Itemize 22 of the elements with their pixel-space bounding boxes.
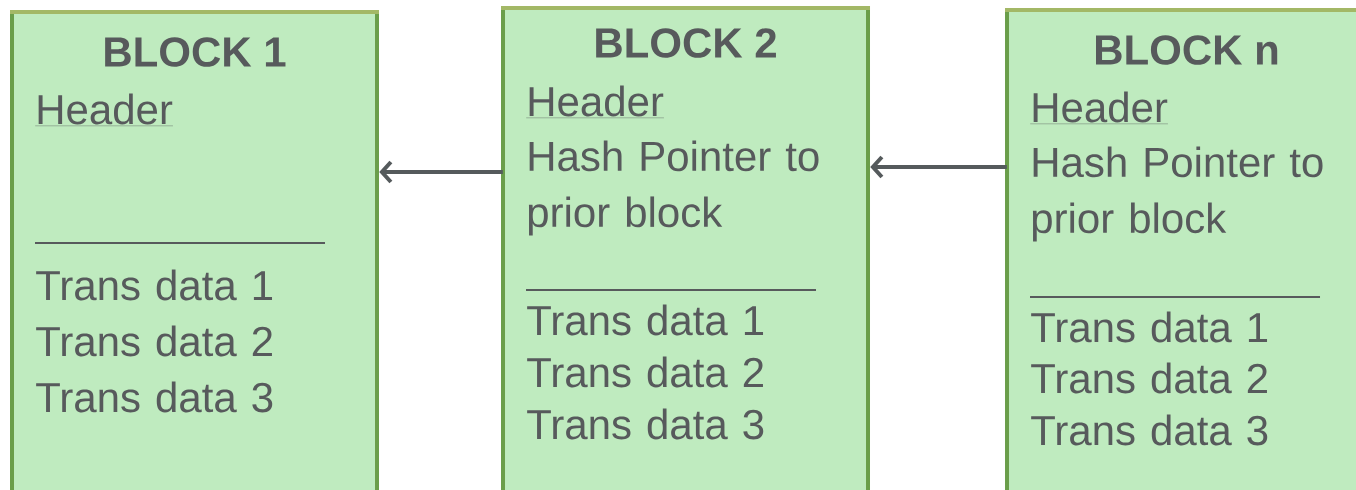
block-text: Trans data 1 [36,269,272,301]
block-text: Trans data 3 [36,381,273,413]
block-box [1005,8,1356,490]
block-box [10,10,379,490]
block-text: Hash Pointer to prior block [1032,146,1323,242]
block-title: BLOCK 1 [105,37,286,67]
block-box [501,6,870,490]
block-title: BLOCK 2 [596,28,776,58]
header-label: Header [35,93,174,127]
block-text: Trans data 2 [36,325,272,357]
block-text: Trans data 1 [1031,311,1268,343]
block-text: Hash Pointer to prior block [528,140,819,236]
block-text: Trans data 3 [1031,414,1268,446]
block-text: Trans data 2 [527,356,763,388]
block-text: Trans data 1 [527,304,763,336]
block-text: Trans data 2 [1031,362,1267,394]
block-text: Trans data 3 [527,408,764,440]
arrow [870,155,1007,179]
header-label: Header [1030,91,1169,125]
header-label: Header [526,85,665,118]
block-title: BLOCK n [1096,35,1278,65]
arrow [379,160,503,184]
